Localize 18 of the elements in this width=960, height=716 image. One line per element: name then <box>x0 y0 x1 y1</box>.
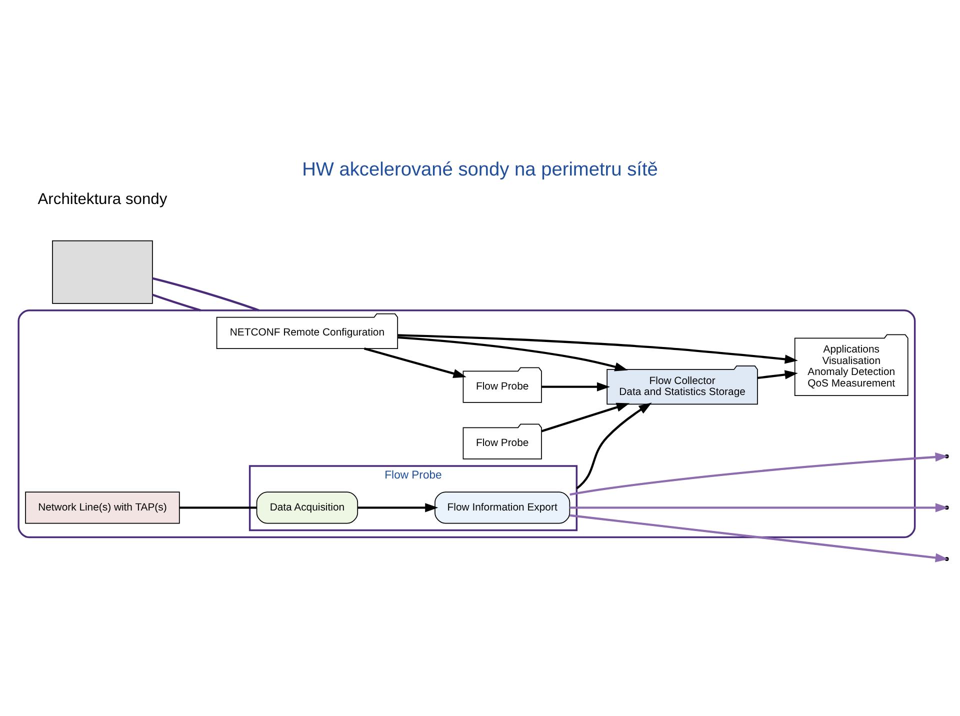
cluster <box>18 308 916 538</box>
connector <box>152 293 201 311</box>
arrow <box>398 336 628 371</box>
arrow <box>364 347 466 378</box>
arrow <box>398 334 798 364</box>
node-box <box>52 240 153 304</box>
arrow <box>576 402 652 489</box>
arrow <box>757 370 798 379</box>
arrow <box>542 382 610 391</box>
arrow <box>358 502 438 512</box>
node-box: Flow Information Export <box>434 491 570 524</box>
diagram-title: HW akcelerované sondy na perimetru sítě <box>302 158 658 180</box>
node-box: Data Acquisition <box>256 491 358 524</box>
connector <box>152 276 260 311</box>
connector <box>180 506 257 508</box>
label: Architektura sondy <box>38 190 168 208</box>
node-box: Network Line(s) with TAP(s) <box>25 491 180 524</box>
arrow <box>541 402 630 432</box>
